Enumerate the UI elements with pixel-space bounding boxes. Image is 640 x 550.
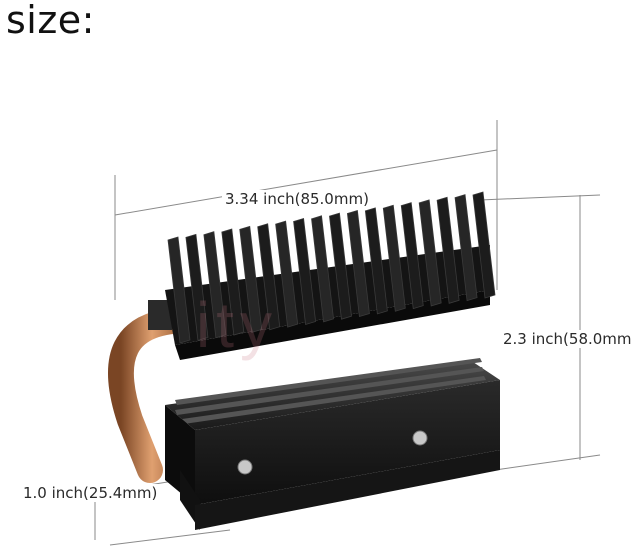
heatsink-fin — [185, 233, 209, 341]
heatsink-fin — [418, 199, 442, 307]
heatsink-fin — [436, 196, 460, 304]
heatsink-fin — [275, 220, 299, 328]
height-dimension-label: 2.3 inch(58.0mm — [500, 330, 635, 348]
heatsink-fin — [167, 236, 191, 344]
heatsink-fin — [472, 191, 496, 299]
heatsink-fin — [400, 202, 424, 310]
heatsink-fin — [311, 215, 334, 323]
heatsink-fin — [293, 217, 317, 325]
heatsink-fin — [221, 228, 245, 336]
top-fin-heatsink — [165, 191, 496, 360]
heatsink-fin — [454, 194, 478, 302]
depth-dimension-label: 1.0 inch(25.4mm) — [20, 484, 161, 502]
heatsink-fin — [329, 212, 352, 320]
copper-heat-pipe — [107, 300, 203, 483]
heatsink-fin — [239, 225, 263, 333]
heatsink-fin — [364, 207, 388, 315]
heatsink-fin — [257, 223, 281, 331]
heatsink-fin — [382, 204, 406, 312]
heatsink-fin — [203, 231, 227, 339]
size-heading: size: — [6, 0, 95, 42]
base-heatsink — [165, 358, 500, 530]
heatsink-fin — [346, 210, 370, 318]
width-dimension-label: 3.34 inch(85.0mm) — [222, 190, 372, 208]
